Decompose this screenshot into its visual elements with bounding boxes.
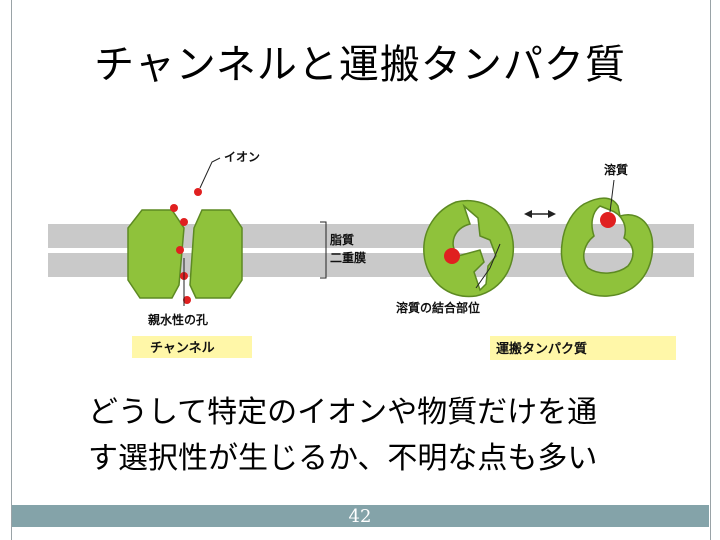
slide-frame (11, 0, 711, 540)
carrier-1-solute (444, 248, 460, 264)
slide-title: チャンネルと運搬タンパク質 (94, 42, 626, 88)
ion-particle-1 (194, 188, 202, 196)
body-line-2: す選択性が生じるか、不明な点も多い (88, 441, 598, 476)
page-number: 42 (348, 506, 372, 527)
carrier-state-1 (423, 199, 514, 298)
footer-bar (12, 505, 709, 527)
binding-site-leader-line (475, 243, 501, 289)
bilayer-bracket (320, 221, 327, 279)
channel-left-half (127, 209, 185, 299)
carrier-state-2 (560, 197, 654, 297)
channel-tag-bg (132, 336, 252, 358)
channel-label: チャンネル (150, 341, 215, 356)
solute-label: 溶質 (604, 162, 628, 177)
body-line-1: どうして特定のイオンや物質だけを通 (88, 395, 598, 430)
body-text: どうして特定のイオンや物質だけを通 す選択性が生じるか、不明な点も多い (88, 390, 688, 482)
ion-particle-2 (170, 204, 178, 212)
binding-site-label: 溶質の結合部位 (396, 300, 480, 315)
exchange-arrow-head-left (524, 210, 532, 218)
bilayer-label-line2: 二重膜 (330, 250, 366, 265)
ion-particle-3 (180, 218, 188, 226)
ion-leader-line (199, 157, 221, 189)
carrier-tag-bg (490, 336, 676, 360)
exchange-arrow-head-right (548, 210, 556, 218)
channel-right-half (189, 209, 243, 299)
ion-label: イオン (224, 150, 260, 164)
membrane-figure: イオン 親水性の孔 チャンネル 脂質 二重膜 溶質の結合部位 溶質 運搬タンパク… (44, 140, 704, 365)
carrier-2-solute (600, 212, 616, 228)
bilayer-label-line1: 脂質 (329, 232, 354, 247)
carrier-label: 運搬タンパク質 (496, 341, 587, 357)
ion-particle-6 (183, 296, 191, 304)
ion-particle-4 (176, 246, 184, 254)
hydrophilic-pore-label: 親水性の孔 (148, 312, 208, 327)
solute-leader-line (609, 179, 615, 213)
figure-svg: イオン 親水性の孔 チャンネル 脂質 二重膜 溶質の結合部位 溶質 運搬タンパク… (48, 150, 694, 360)
